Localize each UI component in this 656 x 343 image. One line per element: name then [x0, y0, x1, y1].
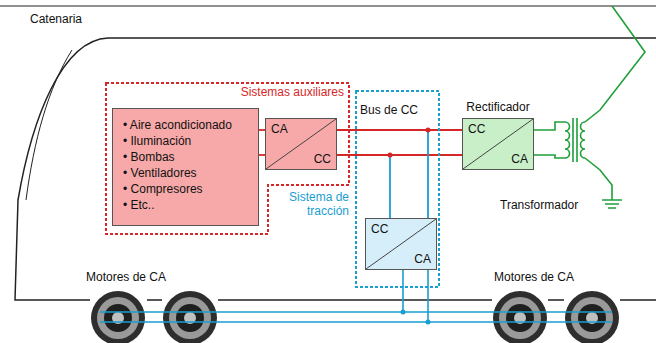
junction-dot: [426, 128, 431, 133]
transformer-label: Transformador: [500, 198, 578, 212]
converter-box: CC CA: [365, 218, 437, 270]
edge-label: Bus de CC: [358, 103, 420, 117]
bus-wire: [389, 155, 391, 218]
motor-label: Motores de CA: [86, 270, 166, 284]
group-heading: Sistemas auxiliares: [241, 85, 344, 99]
converter-diagonal: [463, 119, 533, 169]
load-list-box: • Aire acondicionado• Iluminación• Bomba…: [112, 108, 259, 226]
list-item: • Etc..: [123, 197, 248, 213]
group-heading: Sistema de tracción: [279, 190, 349, 218]
bus-wire: [337, 154, 462, 156]
box-text: Rectificador: [453, 100, 543, 114]
junction-dot: [388, 153, 393, 158]
converter-diagonal: [266, 119, 336, 169]
list-item: • Iluminación: [123, 133, 248, 149]
list-item: • Aire acondicionado: [123, 117, 248, 133]
box-text: CC: [371, 222, 388, 236]
bus-wire: [337, 129, 462, 131]
catenary-wire: [0, 5, 656, 6]
rectifier-box: RectificadorCCCA: [462, 118, 534, 170]
list-item: • Bombas: [123, 149, 248, 165]
box-text: CA: [271, 122, 288, 136]
box-text: CA: [414, 252, 431, 266]
junction-dot: [401, 310, 406, 315]
bus-wire: [390, 154, 462, 156]
junction-dot: [426, 320, 431, 325]
list-item: • Ventiladores: [123, 165, 248, 181]
box-text: CC: [468, 122, 485, 136]
bus-connector: [388, 128, 463, 219]
traction-region: CCCASistema de tracción: [355, 90, 440, 288]
box-text: CA: [511, 152, 528, 166]
dashed-outline: [356, 91, 439, 287]
converter-diagonal: [366, 219, 436, 269]
box-text: CC: [314, 152, 331, 166]
converter-box: CA CC: [265, 118, 337, 170]
train-body: [15, 38, 656, 300]
bus-wire: [427, 130, 429, 218]
dashed-outline: [106, 83, 349, 234]
wheels: [91, 291, 619, 343]
windshield-line: [26, 50, 72, 200]
list-item: • Compresores: [123, 181, 248, 197]
motor-label: Motores de CA: [494, 270, 574, 284]
bus-wire: [428, 129, 462, 131]
catenary-label: Catenaria: [30, 12, 82, 26]
transformer-symbol: [534, 6, 645, 208]
